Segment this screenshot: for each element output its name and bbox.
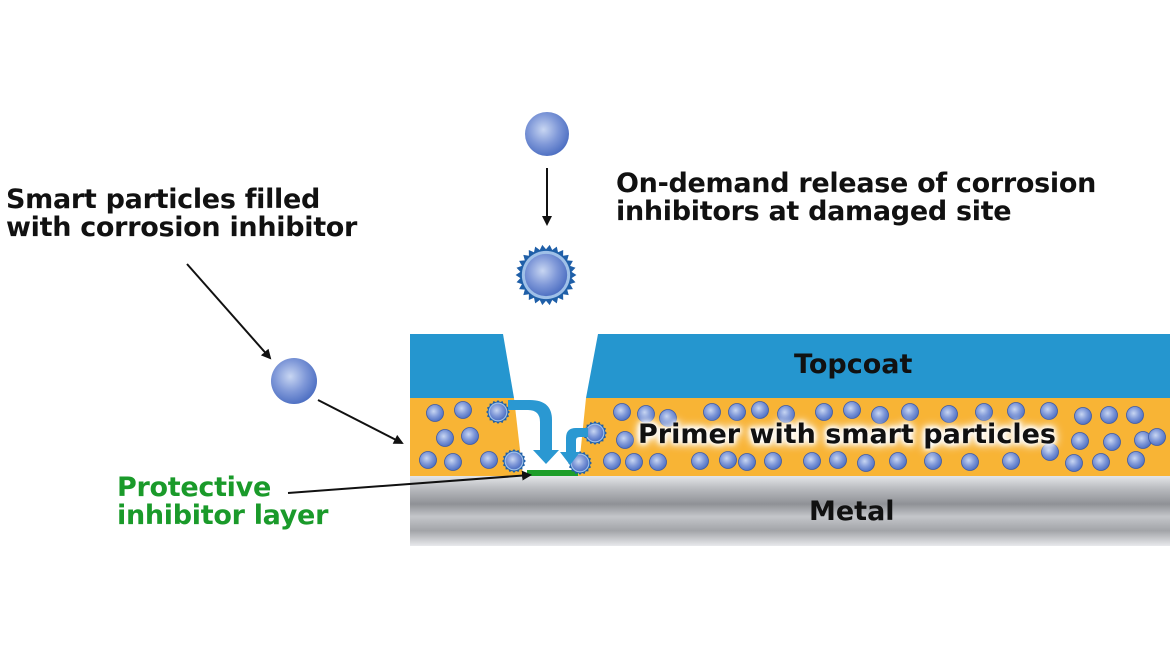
particle-icon [777, 405, 795, 423]
topcoat-layer-right [586, 334, 1170, 398]
particle-icon [961, 453, 979, 471]
particle-icon [1040, 402, 1058, 420]
activated-particle-icon [502, 449, 526, 473]
particle-icon [889, 452, 907, 470]
release-arrow-right [560, 428, 588, 465]
particle-core [524, 253, 568, 297]
particle-icon [901, 403, 919, 421]
particle-icon [426, 404, 444, 422]
particle-icon [613, 403, 631, 421]
protective-inhibitor-label: Protective inhibitor layer [117, 472, 329, 532]
particle-icon [1100, 406, 1118, 424]
topcoat-label: Topcoat [794, 349, 913, 380]
protective-inhibitor-layer [527, 470, 578, 476]
particle-icon [1071, 432, 1089, 450]
particle-core [505, 452, 523, 470]
particle-icon [738, 453, 756, 471]
protective-inhibitor-label-line2: inhibitor layer [117, 500, 329, 532]
particle-icon [940, 405, 958, 423]
particle-icon [1103, 433, 1121, 451]
particle-icon [843, 401, 861, 419]
activated-particle-icon [515, 244, 577, 306]
particle-icon [871, 406, 889, 424]
particle-icon [719, 451, 737, 469]
particle-icon [751, 401, 769, 419]
particle-icon [803, 452, 821, 470]
particle-icon [728, 403, 746, 421]
particle-icon [454, 401, 472, 419]
arrow-label-to-particle [186, 263, 272, 360]
particle-icon [1041, 443, 1059, 461]
particle-icon [419, 451, 437, 469]
particle-icon [691, 452, 709, 470]
smart-particles-label-line2: with corrosion inhibitor [6, 212, 358, 244]
particle-icon [975, 403, 993, 421]
particle-icon [625, 453, 643, 471]
particle-core [586, 424, 604, 442]
on-demand-release-label: On-demand release of corrosion inhibitor… [616, 168, 1097, 228]
primer-particles [419, 401, 1166, 472]
smart-particles-label: Smart particles filled with corrosion in… [6, 184, 358, 244]
particle-icon [480, 451, 498, 469]
particle-icon-top [525, 112, 569, 156]
particle-icon [857, 454, 875, 472]
particle-icon [1065, 454, 1083, 472]
activated-particle-icon [583, 421, 607, 445]
particle-icon [1092, 453, 1110, 471]
protective-inhibitor-label-line1: Protective [117, 472, 271, 503]
on-demand-release-label-line1: On-demand release of corrosion [616, 168, 1097, 199]
arrow-protective-layer [287, 470, 532, 494]
particle-icon [1148, 428, 1166, 446]
particle-icon [444, 453, 462, 471]
particle-icon [1126, 406, 1144, 424]
particle-icon [637, 405, 655, 423]
particle-icon [1002, 452, 1020, 470]
release-arrow-left [508, 400, 559, 464]
particle-icon [924, 452, 942, 470]
activated-particle-icon [486, 400, 510, 424]
metal-label: Metal [809, 496, 895, 527]
particle-core [571, 454, 589, 472]
particle-icon [1074, 407, 1092, 425]
particle-icon [703, 403, 721, 421]
particle-icon [603, 452, 621, 470]
particle-icon [616, 431, 634, 449]
arrow-particle-to-primer [317, 399, 404, 444]
particle-icon [815, 403, 833, 421]
particle-icon [1007, 402, 1025, 420]
particle-icon-left [271, 358, 317, 404]
particle-icon [829, 451, 847, 469]
topcoat-layer-left [410, 334, 514, 398]
metal-layer [410, 476, 1170, 546]
particle-icon [764, 452, 782, 470]
activated-particle-icon [515, 244, 577, 306]
particle-icon [436, 429, 454, 447]
particle-core [489, 403, 507, 421]
smart-particles-label-line1: Smart particles filled [6, 184, 321, 215]
primer-label: Primer with smart particles [638, 419, 1056, 450]
particle-icon [461, 427, 479, 445]
on-demand-release-label-line2: inhibitors at damaged site [616, 196, 1012, 228]
particle-icon [1127, 451, 1145, 469]
particle-icon [659, 409, 677, 427]
particle-icon [649, 453, 667, 471]
